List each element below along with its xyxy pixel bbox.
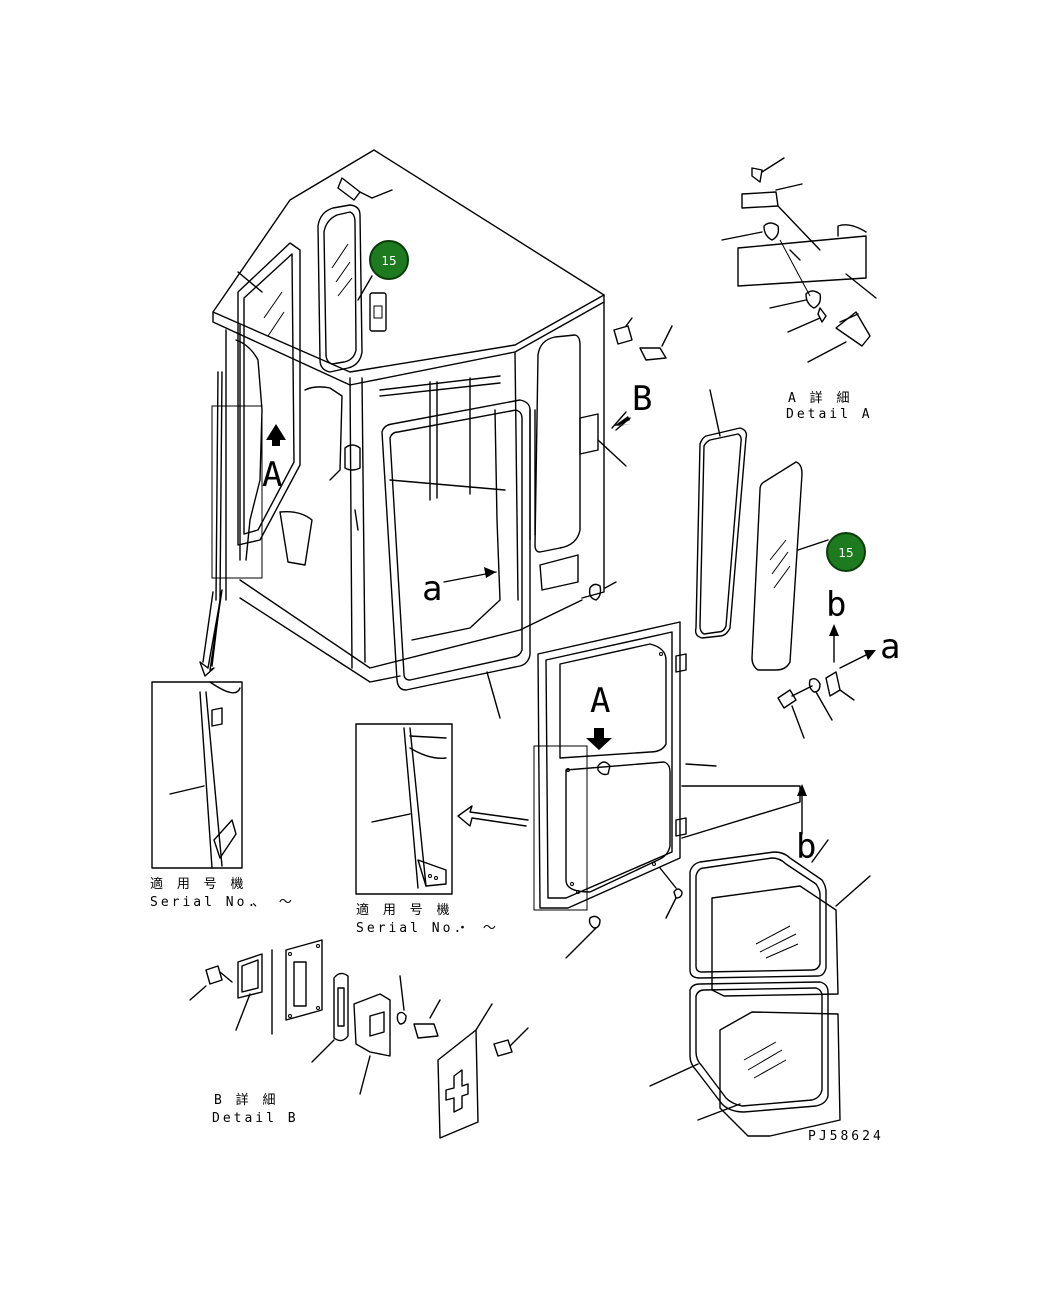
serial-mid-range: ・ ～ bbox=[456, 921, 499, 936]
letter-A-door: A bbox=[590, 681, 610, 721]
serial-mid-en: Serial No. bbox=[356, 921, 464, 936]
cab-frame bbox=[212, 149, 673, 691]
serial-left-range: 、 ～ bbox=[252, 895, 295, 910]
callout-15-right-label: 15 bbox=[838, 546, 853, 560]
lower-glass-panels bbox=[649, 785, 871, 1137]
detail-a-jp: A 詳 細 bbox=[788, 390, 852, 406]
callout-15-top-label: 15 bbox=[381, 254, 396, 268]
detail-a-en: Detail A bbox=[786, 407, 873, 422]
detail-a-group: A 詳 細 Detail A bbox=[721, 157, 877, 422]
letter-A-cab: A bbox=[262, 455, 282, 495]
letter-a-right: a bbox=[880, 627, 900, 667]
door-assembly bbox=[537, 621, 717, 959]
serial-left-jp: 適 用 号 機 bbox=[150, 876, 246, 892]
detail-a-door-box bbox=[533, 745, 588, 911]
callout-15-top[interactable]: 15 bbox=[369, 240, 409, 280]
serial-mid-box bbox=[355, 723, 453, 895]
drawing-id: PJ58624 bbox=[808, 1129, 884, 1144]
letter-B-cab: B bbox=[632, 379, 652, 419]
arrow-b-icon bbox=[614, 416, 632, 426]
arrow-right-icon bbox=[484, 567, 496, 578]
detail-b-group: B 詳 細 Detail B bbox=[189, 939, 529, 1139]
arrow-up-icon bbox=[266, 424, 286, 446]
serial-left-en: Serial No. bbox=[150, 895, 258, 910]
side-glass-panels bbox=[694, 389, 829, 671]
callout-15-right[interactable]: 15 bbox=[826, 532, 866, 572]
letter-b-lower: b bbox=[796, 827, 816, 867]
letter-b-upper: b bbox=[826, 585, 846, 625]
arrow-up-small-icon bbox=[829, 624, 839, 636]
letter-a-door: a bbox=[422, 569, 442, 609]
arrow-down-icon bbox=[586, 728, 612, 750]
serial-mid-jp: 適 用 号 機 bbox=[356, 902, 452, 918]
detail-b-jp: B 詳 細 bbox=[214, 1092, 278, 1108]
arrow-right-small-icon bbox=[864, 650, 876, 660]
detail-b-en: Detail B bbox=[212, 1111, 299, 1126]
serial-left-box bbox=[151, 681, 243, 869]
detail-a-cab-box bbox=[211, 405, 263, 579]
arrow-up-lower-icon bbox=[797, 784, 807, 796]
